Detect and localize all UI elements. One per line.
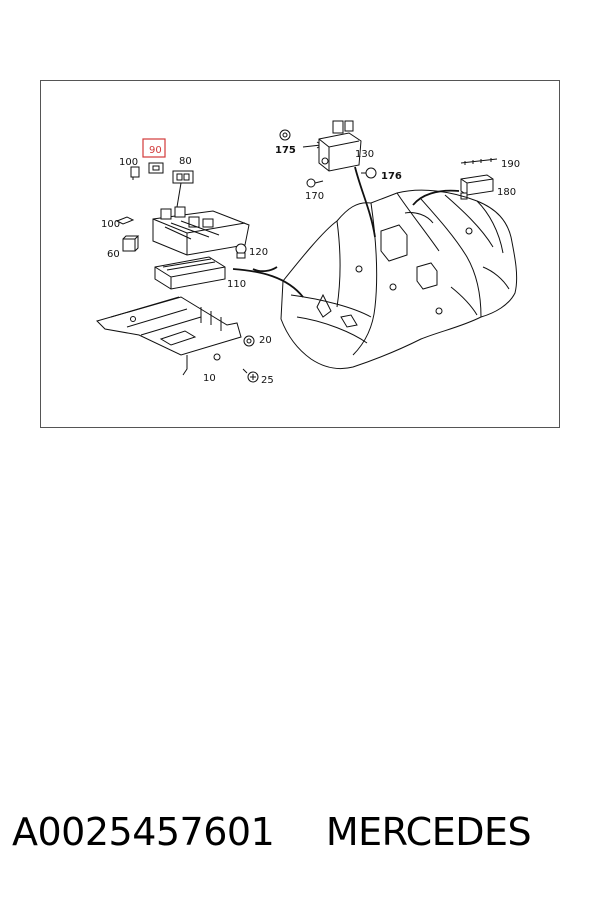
callout-176: 176 — [381, 171, 402, 182]
callout-170: 170 — [305, 191, 324, 202]
car-body-shell — [280, 189, 518, 370]
brand-name: MERCEDES — [325, 810, 532, 854]
callout-175: 175 — [275, 145, 296, 156]
callout-130: 130 — [355, 149, 374, 160]
screw-part-25 — [242, 368, 259, 383]
parts-diagram-frame: 90 100 80 100 30 60 120 — [40, 80, 560, 428]
bolt-170 — [306, 178, 324, 188]
control-unit-110 — [154, 256, 226, 290]
callout-180: 180 — [497, 187, 516, 198]
callout-60: 60 — [107, 249, 120, 260]
callout-190: 190 — [501, 159, 520, 170]
relay-part-60 — [122, 235, 140, 252]
bracket-190 — [460, 158, 498, 165]
relay-part-90 — [148, 162, 164, 174]
callout-100-left: 100 — [101, 219, 120, 230]
callout-120: 120 — [249, 247, 268, 258]
callout-10: 10 — [203, 373, 216, 384]
fuse-clip-100 — [115, 216, 135, 225]
callout-80: 80 — [179, 156, 192, 167]
part-number: A0025457601 — [12, 810, 275, 854]
sensor-180 — [460, 174, 494, 200]
clip-176 — [361, 167, 377, 179]
highlight-box-90[interactable] — [142, 138, 166, 158]
mounting-tray-10 — [96, 296, 242, 376]
nut-part-120 — [235, 243, 247, 259]
callout-25: 25 — [261, 375, 274, 386]
relay-part-80 — [172, 170, 194, 184]
callout-110: 110 — [227, 279, 246, 290]
grommet-175 — [279, 129, 291, 141]
part-caption: A0025457601 MERCEDES — [12, 804, 592, 860]
callout-90[interactable]: 90 — [149, 145, 162, 156]
callout-20: 20 — [259, 335, 272, 346]
callout-100-top: 100 — [119, 157, 138, 168]
connector-part-100 — [130, 166, 140, 180]
nut-part-20 — [243, 335, 255, 347]
parts-diagram: 90 100 80 100 30 60 120 — [96, 120, 520, 386]
control-module-130 — [318, 120, 362, 172]
relay-box-30 — [152, 206, 250, 256]
